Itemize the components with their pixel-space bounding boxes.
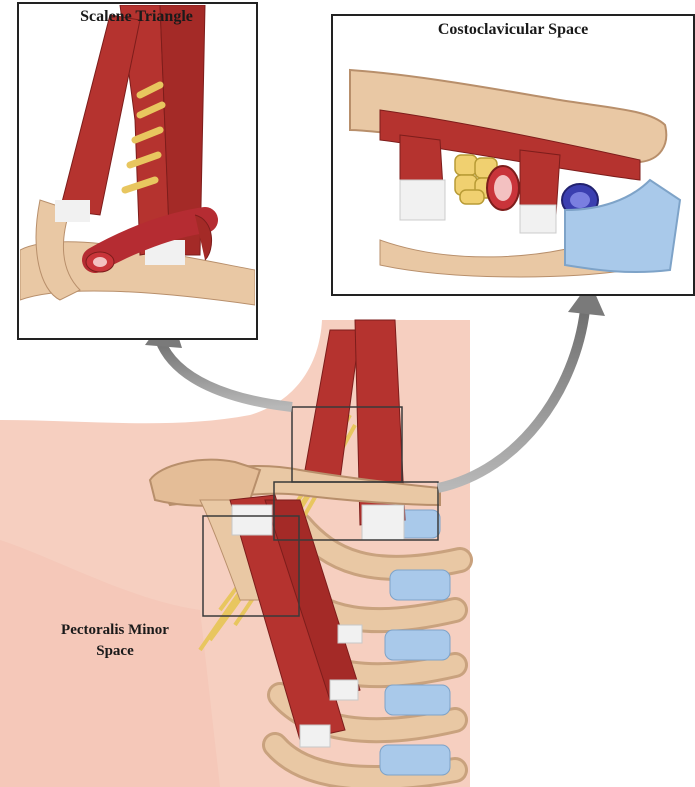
scalene-triangle-inset [18,3,257,339]
arrow-to-scalene-inset [160,340,292,407]
pectoralis-minor-label-line2: Space [40,641,190,662]
scalene-triangle-title: Scalene Triangle [18,8,255,26]
costoclavicular-space-inset [332,15,694,295]
costoclavicular-space-title: Costoclavicular Space [333,21,693,39]
main-anatomy [0,320,470,787]
pectoralis-minor-label-line1: Pectoralis Minor [40,620,190,641]
pectoralis-minor-space-label: Pectoralis Minor Space [40,620,190,662]
